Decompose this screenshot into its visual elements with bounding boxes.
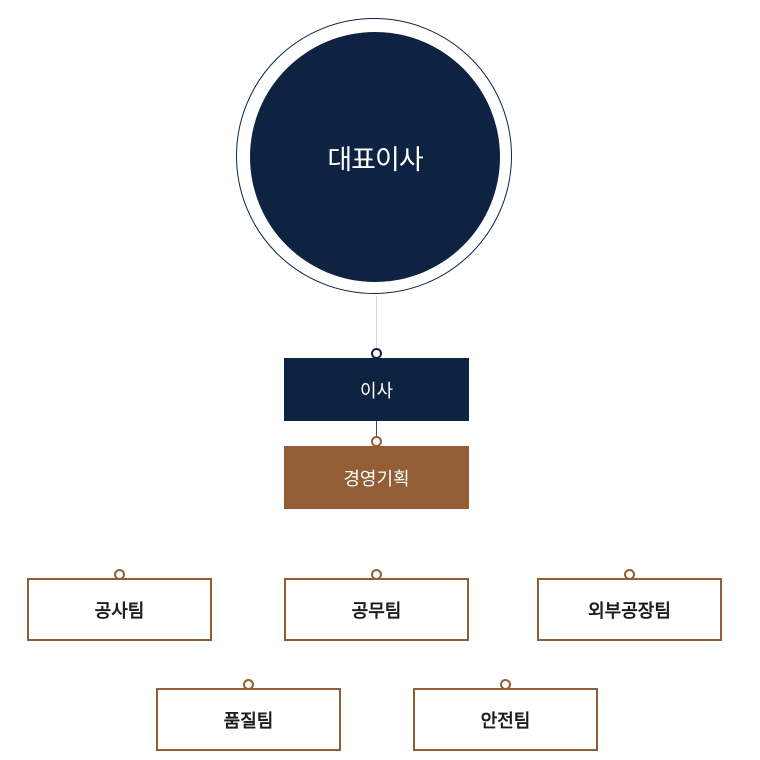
planning-connector-dot bbox=[371, 436, 382, 447]
team-label: 공사팀 bbox=[94, 600, 145, 622]
team-node-external-factory: 외부공장팀 bbox=[537, 578, 722, 641]
team-node-administration: 공무팀 bbox=[284, 578, 469, 641]
team-connector-dot bbox=[243, 679, 254, 690]
team-label: 공무팀 bbox=[351, 600, 402, 622]
planning-label: 경영기획 bbox=[343, 468, 410, 490]
ceo-outer-ring bbox=[236, 18, 512, 294]
team-label: 안전팀 bbox=[480, 710, 531, 732]
team-connector-dot bbox=[371, 569, 382, 580]
planning-node: 경영기획 bbox=[284, 446, 469, 509]
team-node-quality: 품질팀 bbox=[156, 688, 341, 751]
team-node-construction: 공사팀 bbox=[27, 578, 212, 641]
team-connector-dot bbox=[114, 569, 125, 580]
team-connector-dot bbox=[624, 569, 635, 580]
team-node-safety: 안전팀 bbox=[413, 688, 598, 751]
team-connector-dot bbox=[500, 679, 511, 690]
director-connector-dot bbox=[371, 348, 382, 359]
director-label: 이사 bbox=[359, 380, 394, 402]
connector-line bbox=[376, 420, 377, 446]
connector-line bbox=[376, 296, 377, 358]
ceo-node: 대표이사 bbox=[250, 32, 500, 282]
team-label: 외부공장팀 bbox=[588, 600, 671, 622]
director-node: 이사 bbox=[284, 358, 469, 421]
ceo-label: 대표이사 bbox=[327, 144, 423, 176]
team-label: 품질팀 bbox=[223, 710, 274, 732]
